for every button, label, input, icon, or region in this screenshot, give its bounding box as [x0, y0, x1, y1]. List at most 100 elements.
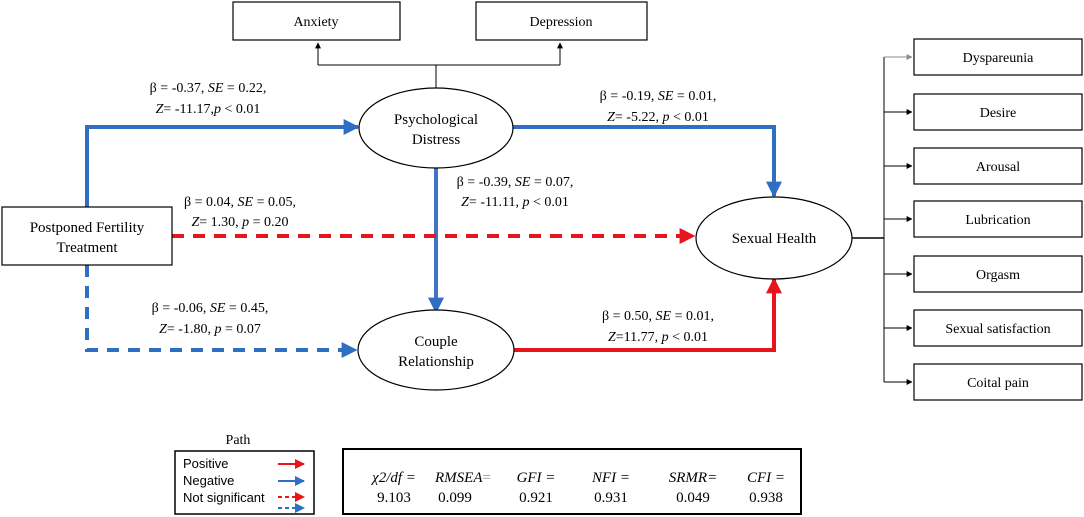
outcome-label-arousal: Arousal: [976, 160, 1020, 175]
coef-psych-couple: β = -0.39, SE = 0.07, Z= -11.11, p < 0.0…: [457, 175, 574, 210]
coef-se-label: SE: [210, 301, 226, 316]
couple-label-line1: Couple: [414, 334, 458, 350]
psych-label-line2: Distress: [412, 132, 460, 148]
psych-label-line1: Psychological: [394, 112, 478, 128]
coef-p-label: p: [661, 110, 669, 125]
coef-couple-sexual-line1: β = 0.50, SE = 0.01,: [602, 309, 714, 324]
coef-z-value: =11.77,: [616, 330, 662, 345]
path-couple-to-sexual: [514, 277, 782, 352]
coef-psych-couple-line2: Z= -11.11, p < 0.01: [461, 195, 569, 210]
fit-chi-value: 9.103: [377, 490, 411, 506]
coef-se-label: SE: [515, 175, 531, 190]
fit-indices-box: [342, 448, 802, 515]
coef-pft-sexual: β = 0.04, SE = 0.05, Z= 1.30, p = 0.20: [184, 195, 296, 230]
coef-pft-couple-line2: Z= -1.80, p = 0.07: [159, 322, 261, 337]
outcome-boxes: Dyspareunia Desire Arousal Lubrication O…: [913, 38, 1083, 401]
coef-couple-sexual-line2: Z=11.77, p < 0.01: [608, 330, 708, 345]
outcome-label-dyspareunia: Dyspareunia: [963, 51, 1035, 66]
outcome-label-desire: Desire: [980, 106, 1017, 121]
depression-label: Depression: [530, 15, 593, 30]
pft-label-line1: Postponed Fertility: [30, 220, 145, 236]
legend-negative-label: Negative: [183, 473, 234, 488]
coef-z-label: Z: [156, 102, 164, 117]
coef-p-label: p: [241, 215, 249, 230]
coef-p-value: < 0.01: [529, 195, 568, 210]
anxiety-box: [232, 1, 401, 41]
coef-psych-sexual-line1: β = -0.19, SE = 0.01,: [600, 89, 717, 104]
coef-pft-couple-line1: β = -0.06, SE = 0.45,: [152, 301, 269, 316]
legend-not-significant-label: Not significant: [183, 490, 265, 505]
coef-se-label: SE: [208, 81, 224, 96]
fit-chi-label: χ2/df =: [370, 470, 416, 486]
outcome-box-arousal: [913, 147, 1083, 185]
coef-beta: β = -0.06,: [152, 301, 210, 316]
fit-rmsea-value: 0.099: [438, 490, 472, 506]
coef-pft-sexual-line1: β = 0.04, SE = 0.05,: [184, 195, 296, 210]
coef-se-value: = 0.05,: [253, 195, 296, 210]
path-pft-to-psych: [85, 119, 360, 207]
coef-pft-sexual-line2: Z= 1.30, p = 0.20: [191, 215, 288, 230]
outcome-box-dyspareunia: [913, 38, 1083, 76]
fit-cfi-value: 0.938: [749, 490, 783, 506]
pft-label-line2: Treatment: [56, 240, 118, 256]
coef-p-value: < 0.01: [221, 102, 260, 117]
coef-beta: β = -0.37,: [150, 81, 208, 96]
coef-psych-sexual-line2: Z= -5.22, p < 0.01: [607, 110, 709, 125]
outcome-box-coital-pain: [913, 363, 1083, 401]
outcome-box-desire: [913, 93, 1083, 131]
outcome-box-sexual-satisfaction: [913, 309, 1083, 347]
outcome-tree: [852, 54, 913, 385]
coef-z-label: Z: [607, 110, 615, 125]
coef-psych-sexual: β = -0.19, SE = 0.01, Z= -5.22, p < 0.01: [600, 89, 717, 125]
coef-z-label: Z: [461, 195, 469, 210]
depression-box: [475, 1, 648, 41]
coef-p-value: = 0.07: [221, 322, 260, 337]
outcome-label-lubrication: Lubrication: [965, 213, 1030, 228]
coef-z-label: Z: [608, 330, 616, 345]
coef-se-value: = 0.07,: [530, 175, 573, 190]
coef-se-label: SE: [656, 309, 672, 324]
coef-z-value: = -11.17,: [163, 102, 214, 117]
coef-psych-couple-line1: β = -0.39, SE = 0.07,: [457, 175, 574, 190]
outcome-label-sexual-satisfaction: Sexual satisfaction: [945, 322, 1050, 337]
fit-rmsea-eq: =: [483, 470, 491, 486]
path-pft-to-couple: [85, 265, 358, 358]
legend-positive-label: Positive: [183, 456, 229, 471]
coef-p-value: = 0.20: [249, 215, 288, 230]
fit-gfi-label: GFI =: [517, 470, 556, 486]
coef-beta: β = 0.50,: [602, 309, 656, 324]
couple-label-line2: Relationship: [398, 354, 474, 370]
legend-title: Path: [226, 433, 251, 448]
legend: Path Positive Negative Not significant: [174, 433, 315, 515]
coef-z-label: Z: [159, 322, 167, 337]
path-psych-to-sexual: [510, 125, 782, 198]
fit-rmsea-name: RMSEA: [434, 470, 483, 486]
coef-se-value: = 0.22,: [223, 81, 266, 96]
coef-se-value: = 0.45,: [225, 301, 268, 316]
coef-p-value: < 0.01: [669, 330, 708, 345]
fit-nfi-value: 0.931: [594, 490, 628, 506]
coef-p-label: p: [213, 322, 221, 337]
node-psychological-distress: [358, 87, 514, 169]
outcome-box-lubrication: [913, 200, 1083, 238]
coef-se-label: SE: [658, 89, 674, 104]
coef-se-value: = 0.01,: [673, 89, 716, 104]
coef-beta: β = -0.19,: [600, 89, 658, 104]
coef-p-label: p: [661, 330, 669, 345]
coef-z-label: Z: [191, 215, 199, 230]
coef-beta: β = 0.04,: [184, 195, 238, 210]
coef-z-value: = 1.30,: [199, 215, 242, 230]
coef-se-value: = 0.01,: [671, 309, 714, 324]
coef-z-value: = -11.11,: [469, 195, 523, 210]
fit-indices: χ2/df = 9.103 RMSEA= 0.099 GFI = 0.921 N…: [342, 448, 802, 515]
fit-cfi-label: CFI =: [747, 470, 785, 486]
coef-z-value: = -5.22,: [615, 110, 663, 125]
coef-p-label: p: [213, 102, 221, 117]
coef-se-label: SE: [238, 195, 254, 210]
fit-rmsea-label: RMSEA=: [434, 470, 491, 486]
coef-z-value: = -1.80,: [167, 322, 215, 337]
node-couple-relationship: [357, 309, 515, 391]
fit-srmr-label: SRMR=: [669, 470, 717, 486]
fit-nfi-label: NFI =: [591, 470, 630, 486]
fit-gfi-value: 0.921: [519, 490, 553, 506]
